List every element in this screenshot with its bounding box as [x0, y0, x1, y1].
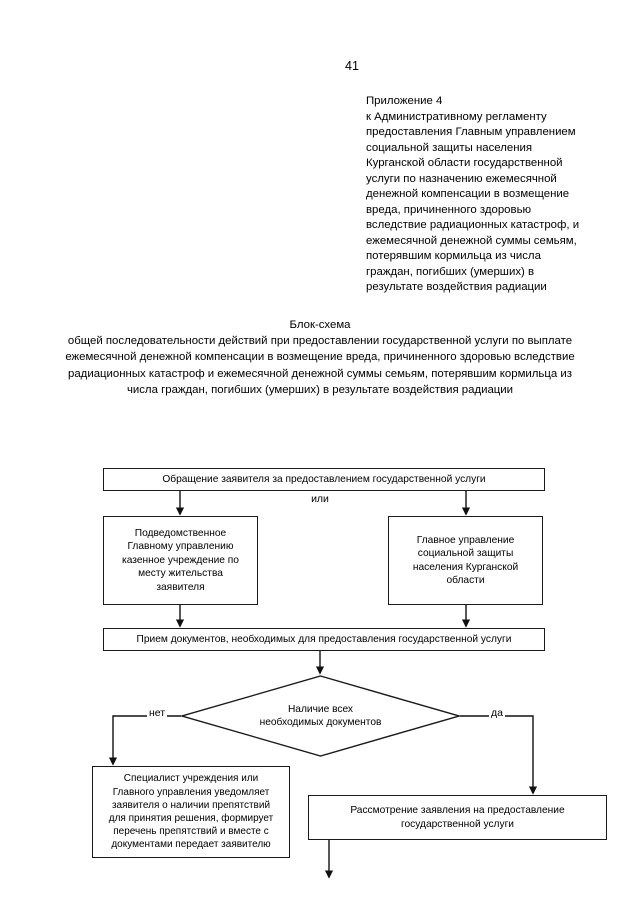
node-review-application: Рассмотрение заявления на предоставление… [308, 795, 607, 840]
node-main-department: Главное управление социальной защиты нас… [388, 516, 543, 605]
node-decision-documents-complete: Наличие всех необходимых документов [181, 675, 460, 757]
title-subtitle: общей последовательности действий при пр… [65, 335, 575, 396]
title-heading: Блок-схема [289, 319, 351, 331]
connector-label-or: или [296, 493, 344, 506]
page-number: 41 [345, 59, 359, 73]
node-subordinate-institution: Подведомственное Главному управлению каз… [103, 516, 258, 605]
branch-label-yes: да [489, 707, 505, 720]
document-title-block: Блок-схема общей последовательности дейс… [60, 317, 580, 398]
appendix-reference-block: Приложение 4 к Административному регламе… [366, 95, 580, 293]
node-accept-documents: Прием документов, необходимых для предос… [103, 628, 545, 651]
node-specialist-notice: Специалист учреждения или Главного управ… [92, 766, 290, 858]
diamond-shape [181, 675, 460, 757]
node-request-for-service: Обращение заявителя за предоставлением г… [103, 468, 545, 491]
branch-label-no: нет [147, 707, 168, 720]
